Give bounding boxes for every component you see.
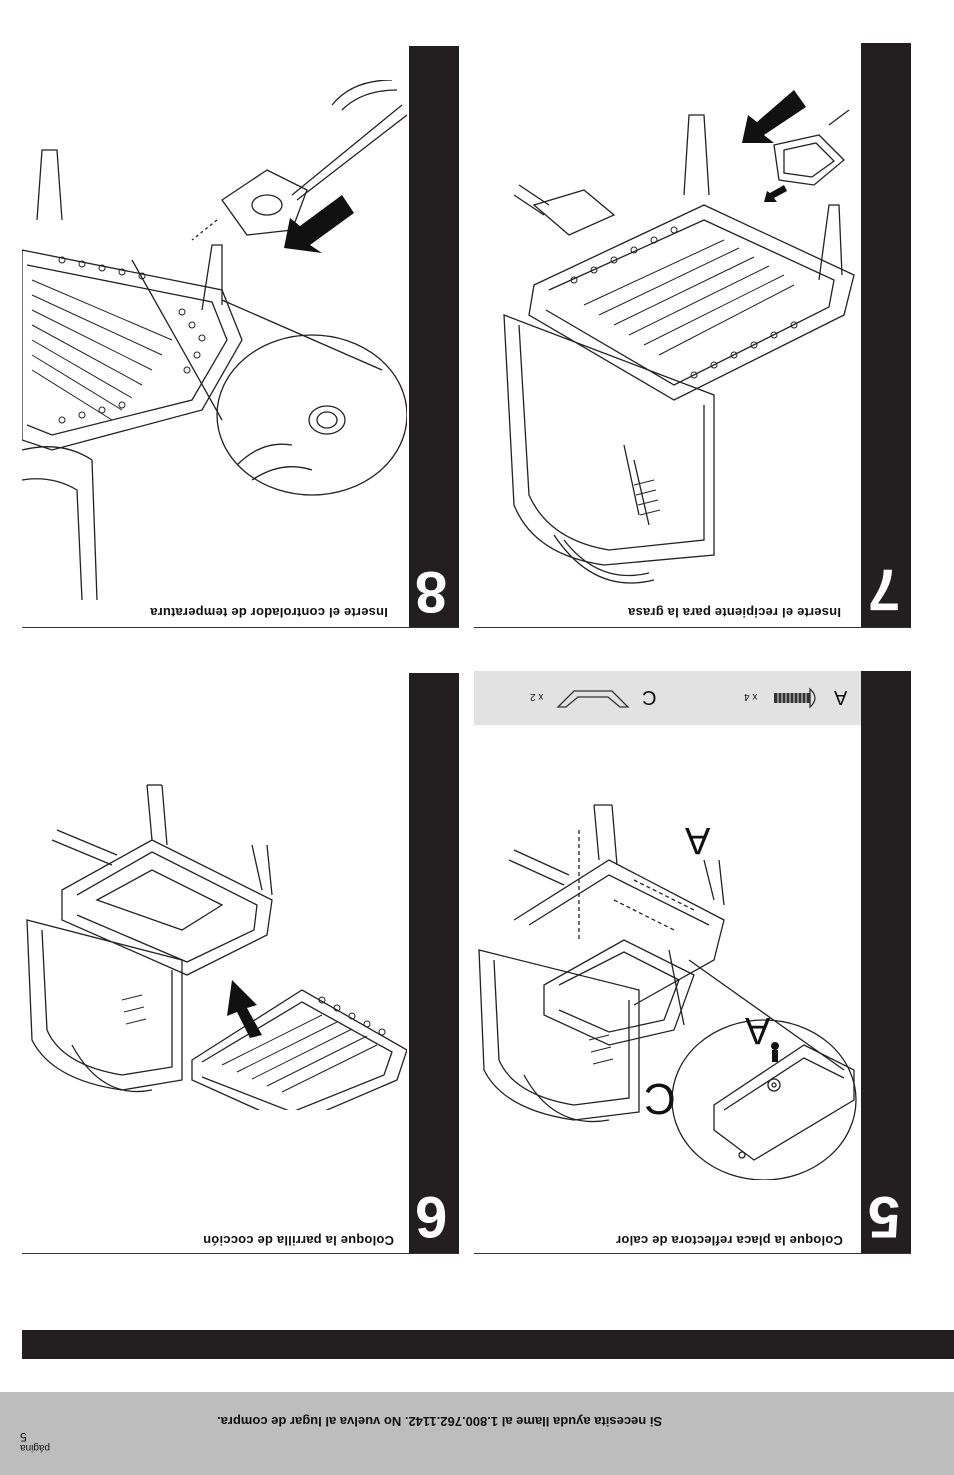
part-a-qty: x 4 (744, 691, 758, 702)
step-8-illustration (22, 80, 407, 600)
step-6-rule (22, 1253, 459, 1254)
step-5-caption: Coloque la placa reflectora de calor (616, 1233, 843, 1248)
step-8-rule (22, 627, 459, 628)
step-7-number: 7 (868, 557, 901, 622)
part-c-qty: x 2 (530, 691, 544, 702)
footer-band: Si necesita ayuda llame al 1.800.762.114… (0, 1392, 954, 1475)
page-label: página (20, 1442, 51, 1453)
step-7-rule (474, 627, 911, 628)
step-5-bar (861, 671, 911, 1253)
clip-icon (556, 690, 630, 708)
screw-icon (774, 687, 816, 709)
part-c-label: C (642, 686, 657, 708)
step-6-caption: Coloque la parrilla de cocción (203, 1233, 394, 1248)
callout-a-top: A (685, 819, 711, 861)
part-a-label: A (834, 686, 848, 708)
step-7-illustration (503, 90, 855, 584)
parts-box: A x 4 C x 2 (474, 671, 861, 725)
step-8-bar (409, 46, 459, 628)
callout-c: C (644, 1074, 676, 1123)
help-text: Si necesita ayuda llame al 1.800.762.114… (217, 1414, 663, 1429)
footer-dark-bar (22, 1330, 954, 1359)
step-6-bar (409, 673, 459, 1253)
step-5-number: 5 (868, 1184, 901, 1249)
step-5-illustration (478, 804, 857, 1180)
callout-a-zoom: A (745, 1009, 771, 1051)
step-8-number: 8 (415, 559, 448, 624)
step-8-caption: Inserte el controlador de temperatura (150, 605, 388, 620)
step-5-rule (474, 1253, 911, 1254)
step-7-bar (861, 43, 911, 628)
step-6-illustration (26, 784, 407, 1110)
step-6-number: 6 (415, 1184, 448, 1249)
step-7-caption: Inserte el recipiente para la grasa (628, 605, 841, 620)
